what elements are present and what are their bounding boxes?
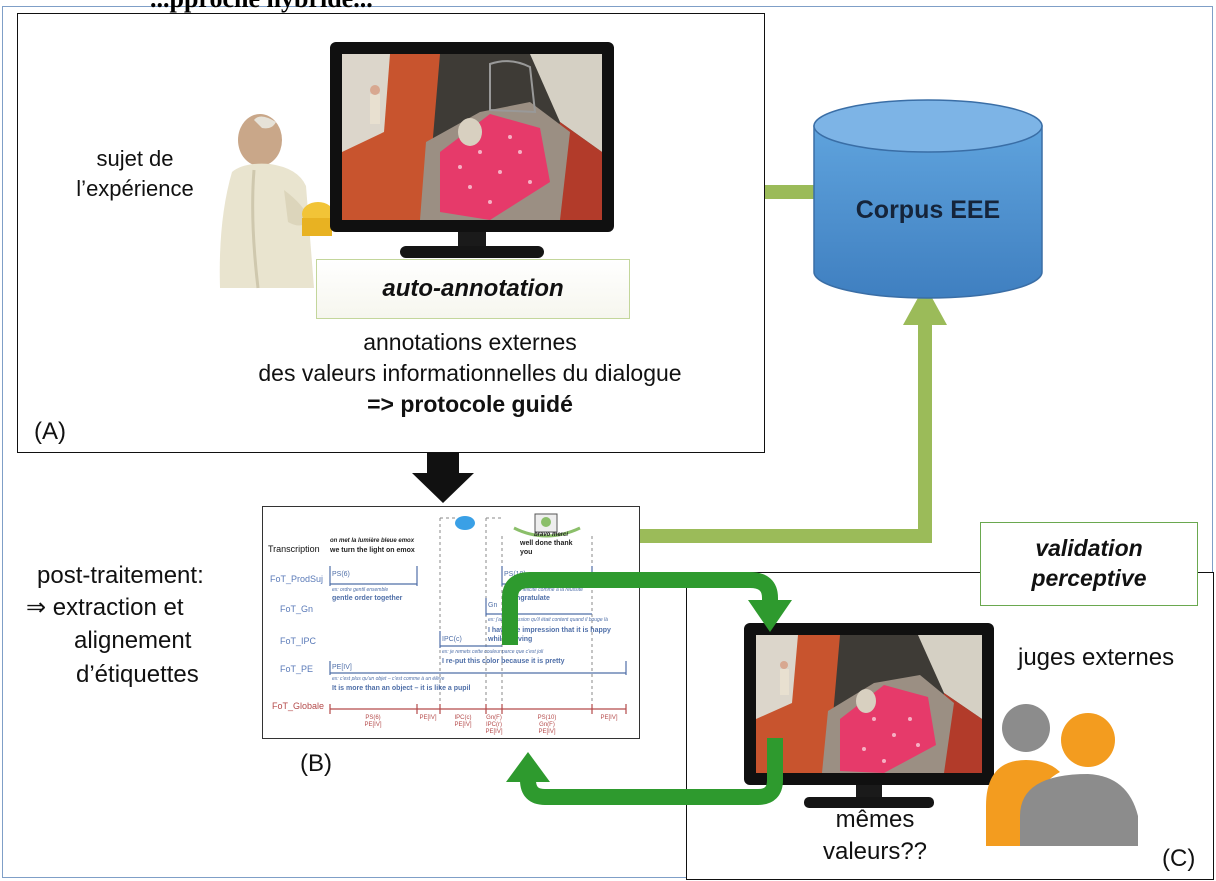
glob-2: PE[IV]: [419, 715, 436, 721]
ps6-en: gentle order together: [332, 595, 403, 602]
ps6-ex: ex: ordre gentil ensemble: [332, 587, 388, 593]
monitor-c: [744, 623, 994, 808]
post-treatment-line1: post-traitement:: [37, 562, 204, 589]
row-label-ipc: FoT_IPC: [280, 636, 317, 646]
judges-label: juges externes: [1018, 644, 1175, 671]
row-label-gn: FoT_Gn: [280, 604, 313, 614]
glob-8: PS(10): [538, 715, 557, 721]
corpus-cylinder: [813, 99, 1043, 299]
post-treatment-line4: d’étiquettes: [76, 661, 199, 688]
gn-tag: Gn: [488, 602, 497, 609]
glob-1: PE[IV]: [364, 722, 381, 728]
figure-frame: [2, 6, 1213, 878]
glob-3: IPC(c): [455, 715, 472, 721]
validation-box: validation perceptive: [980, 522, 1198, 606]
annotation-desc-line3: => protocole guidé: [367, 391, 573, 417]
ipc-tag: IPC(c): [442, 636, 462, 643]
transcript-fr: on met la lumière bleue emox: [330, 538, 415, 544]
corpus-label: Corpus EEE: [855, 196, 1001, 224]
post-treatment-line2: ⇒ extraction et: [26, 594, 184, 621]
row-label-prodsuj: FoT_ProdSuj: [270, 574, 323, 584]
glob-6: IPC(r): [486, 722, 502, 728]
ipc-en: I re-put this color because it is pretty: [442, 658, 565, 665]
panel-b-letter: (B): [300, 750, 332, 777]
glob-5: Gn(F): [486, 715, 502, 721]
annotation-desc-line1: annotations externes: [363, 329, 577, 355]
monitor-a: [330, 42, 614, 258]
ps10-ex: ex: je la félicite comme à la réussite: [504, 587, 583, 593]
glob-9: Gn(F): [539, 722, 555, 728]
same-values-label: mêmes valeurs??: [822, 806, 928, 865]
auto-annotation-box: auto-annotation: [316, 259, 630, 319]
glob-10: PE[IV]: [538, 729, 555, 735]
glob-4: PE[IV]: [454, 722, 471, 728]
monitor-to-doc-arrow: [506, 738, 783, 805]
transcript-en: we turn the light on emox: [329, 547, 415, 554]
bravo-en-1: well done thank: [519, 540, 573, 547]
ps10-tag: PS(10): [504, 571, 526, 578]
gn-en-1: I have the impression that it is happy: [488, 627, 611, 634]
row-label-pe: FoT_PE: [280, 664, 313, 674]
subject-person-image: [219, 114, 334, 289]
glob-11: PE[IV]: [600, 715, 617, 721]
row-label-globale: FoT_Globale: [272, 701, 324, 711]
bravo-fr: bravo merci: [534, 532, 568, 538]
bravo-en-2: you: [520, 549, 532, 556]
ipc-ex: ex: je remets cette couleur parce que c'…: [442, 649, 544, 655]
doc-to-monitor-arrow: [502, 572, 792, 645]
auto-annotation-label: auto-annotation: [382, 275, 564, 303]
pe-tag: PE[IV]: [332, 664, 352, 671]
subject-label: sujet de l’expérience: [76, 146, 194, 201]
annotation-desc-line2: des valeurs informationnelles du dialogu…: [258, 360, 682, 386]
glob-7: PE[IV]: [485, 729, 502, 735]
ps6-tag: PS(6): [332, 571, 350, 578]
post-treatment-line3: alignement: [74, 627, 192, 654]
ps10-en: I congratulate: [504, 595, 550, 602]
validation-label: validation perceptive: [1031, 535, 1147, 591]
row-label-transcription: Transcription: [268, 544, 320, 554]
header-title: ...pproche hybride...: [150, 0, 373, 14]
robot-icon: [513, 513, 581, 538]
pe-ex: ex: c'est plus qu'un objet – c'est comme…: [332, 676, 445, 682]
pe-en: It is more than an object – it is like a…: [332, 685, 471, 692]
annotation-to-corpus-arrow: [640, 285, 947, 543]
panel-c-letter: (C): [1162, 845, 1196, 872]
judges-people-icon: [986, 704, 1138, 846]
gn-ex: ex: j'ai l'impression qu'il était conten…: [488, 617, 608, 623]
lamp-icon: [455, 516, 475, 530]
panel-a-letter: (A): [34, 418, 66, 445]
a-to-b-arrow: [412, 453, 474, 503]
glob-0: PS(6): [365, 715, 380, 721]
